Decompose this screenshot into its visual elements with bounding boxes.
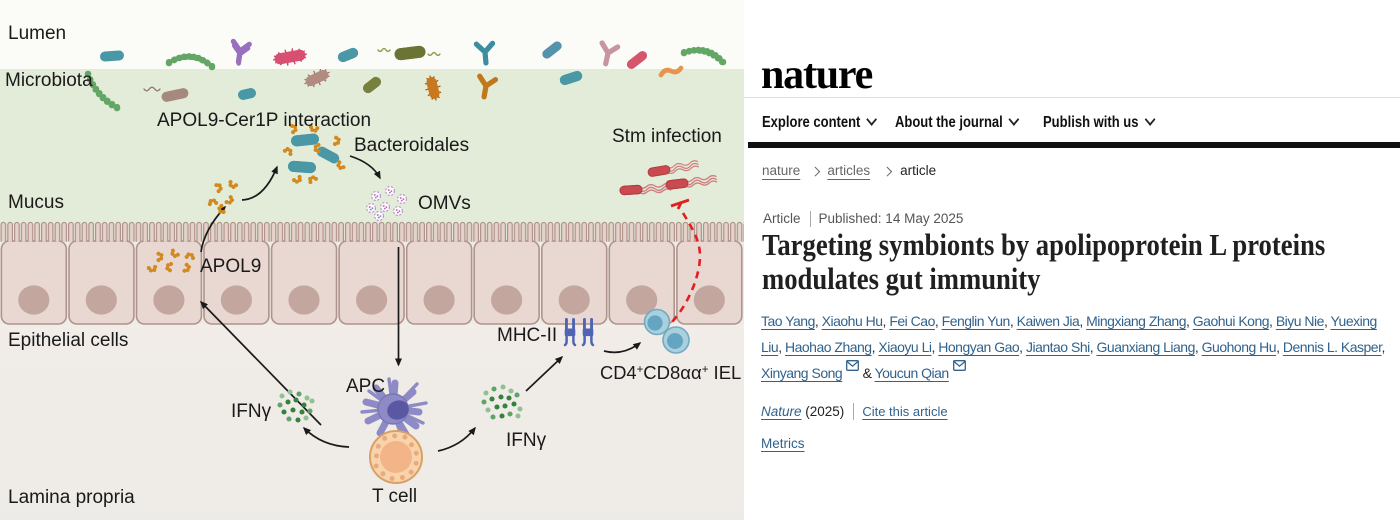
svg-text:CD4+CD8αα+ IEL: CD4+CD8αα+ IEL	[600, 362, 741, 383]
svg-text:Mucus: Mucus	[8, 192, 64, 213]
svg-text:Lumen: Lumen	[8, 23, 66, 44]
svg-text:IFNγ: IFNγ	[506, 430, 547, 451]
svg-text:Microbiota: Microbiota	[5, 70, 93, 91]
svg-text:MHC-II: MHC-II	[497, 325, 557, 346]
svg-text:APC: APC	[346, 376, 385, 397]
svg-text:Bacteroidales: Bacteroidales	[354, 135, 469, 156]
svg-text:IFNγ: IFNγ	[231, 401, 272, 422]
svg-text:APOL9-Cer1P interaction: APOL9-Cer1P interaction	[157, 110, 371, 131]
svg-text:Stm infection: Stm infection	[612, 126, 722, 147]
svg-text:Epithelial cells: Epithelial cells	[8, 330, 128, 351]
svg-text:OMVs: OMVs	[418, 193, 471, 214]
svg-text:T cell: T cell	[372, 486, 417, 507]
svg-text:APOL9: APOL9	[200, 256, 261, 277]
svg-text:Lamina propria: Lamina propria	[8, 487, 135, 508]
